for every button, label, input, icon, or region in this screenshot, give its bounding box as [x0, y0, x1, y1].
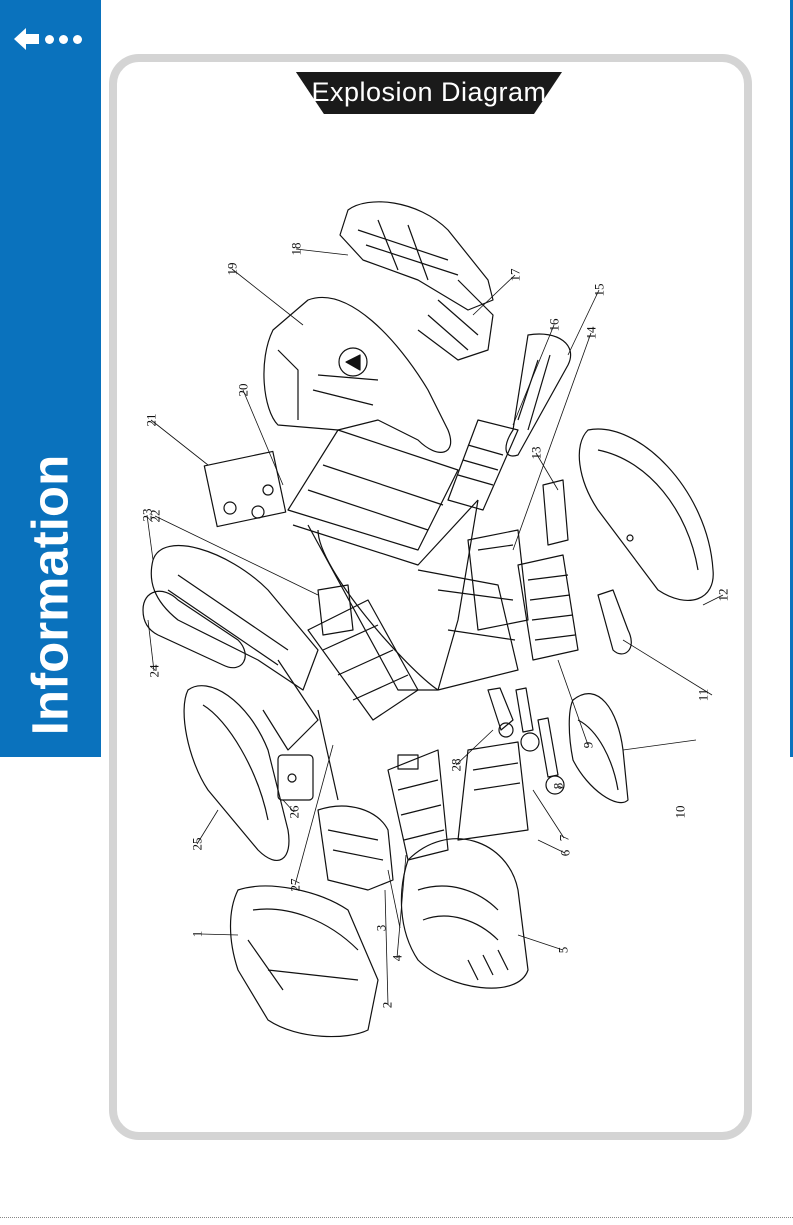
back-navigation[interactable]: [14, 28, 94, 50]
callout-label: 23: [141, 509, 154, 522]
part-rail: [468, 530, 528, 630]
callout-label: 2: [381, 1002, 394, 1009]
callout-label: 7: [558, 835, 571, 842]
callout-label: 21: [145, 414, 158, 427]
callout-label: 4: [391, 955, 404, 962]
dot-icon: [45, 35, 54, 44]
callout-label: 25: [191, 838, 204, 851]
callout-label: 16: [548, 319, 561, 332]
dot-icon: [59, 35, 68, 44]
footer-rule: [0, 1217, 793, 1218]
callout-label: 15: [593, 284, 606, 297]
callout-label: 17: [509, 269, 522, 282]
callout-label: 11: [697, 689, 710, 702]
dot-icon: [73, 35, 82, 44]
part-cable-loop: [143, 591, 245, 667]
callout-label: 27: [289, 879, 302, 892]
arrow-left-icon: [14, 28, 40, 50]
exploded-diagram: [118, 190, 743, 1130]
part-cage: [388, 750, 448, 860]
part-seat-shell: [231, 886, 379, 1036]
part-back-shell: [264, 297, 451, 452]
callout-label: 9: [582, 742, 595, 749]
callout-label: 18: [290, 243, 303, 256]
part-tray: [458, 742, 528, 840]
callout-label: 19: [226, 263, 239, 276]
part-actuator-b: [516, 688, 539, 751]
part-arm-pad: [151, 546, 318, 750]
callout-label: 12: [717, 589, 730, 602]
part-actuator-c: [488, 688, 513, 737]
section-label: Information: [21, 455, 80, 735]
part-side-cover: [569, 694, 628, 803]
part-small-module: [278, 755, 313, 800]
part-base-shell: [401, 839, 528, 988]
part-side-panel: [506, 334, 571, 456]
callout-label: 20: [237, 384, 250, 397]
part-arm-frame: [308, 600, 418, 800]
title-banner: Explosion Diagram: [296, 70, 562, 116]
part-foot-grip: [598, 590, 631, 654]
sidebar: Information: [0, 0, 101, 757]
callout-label: 13: [530, 447, 543, 460]
page-title: Explosion Diagram: [296, 70, 562, 114]
callout-label: 6: [559, 850, 572, 857]
part-leg-shell: [579, 429, 713, 600]
callout-label: 24: [148, 665, 161, 678]
part-small-plate: [543, 480, 568, 545]
callout-label: 8: [552, 783, 565, 790]
callout-label: 26: [288, 806, 301, 819]
callout-label: 14: [585, 327, 598, 340]
part-side-bracket: [318, 806, 393, 890]
callout-label: 3: [375, 925, 388, 932]
part-battery-box: [448, 420, 518, 510]
callout-label: 1: [191, 931, 204, 938]
callout-leaders: [147, 249, 723, 1005]
callout-label: 28: [450, 759, 463, 772]
part-top-cover: [340, 202, 493, 360]
part-long-cushion: [184, 686, 289, 861]
callout-label: 10: [674, 806, 687, 819]
callout-label: 5: [557, 947, 570, 954]
